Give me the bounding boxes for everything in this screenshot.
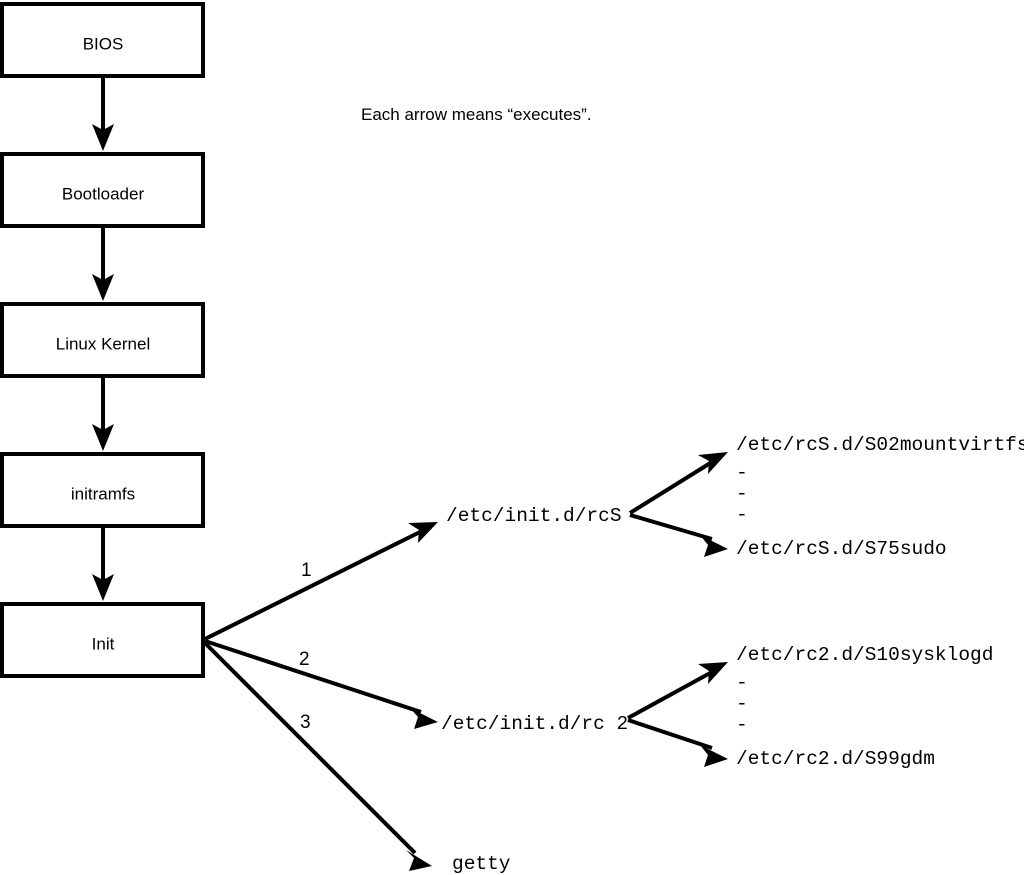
rc2-script-first: /etc/rc2.d/S10sysklogd bbox=[736, 644, 993, 666]
chain-arrow-bios-to-bootloader bbox=[92, 76, 114, 151]
node-box-bios: BIOS bbox=[0, 2, 205, 78]
rc2-arrow-first bbox=[627, 662, 728, 720]
rc2-script-last: /etc/rc2.d/S99gdm bbox=[736, 748, 935, 770]
rcs-arrow-last bbox=[629, 513, 728, 557]
node-label-kernel: Linux Kernel bbox=[56, 334, 151, 353]
node-label-bios: BIOS bbox=[83, 34, 124, 53]
node-label-init: Init bbox=[92, 634, 115, 653]
branch-number-3: 3 bbox=[300, 712, 311, 733]
node-box-bootloader: Bootloader bbox=[0, 152, 205, 228]
rcs-script-last: /etc/rcS.d/S75sudo bbox=[736, 538, 947, 560]
rc2-arrow-last bbox=[627, 718, 728, 767]
rcs-ellipsis-3: - bbox=[736, 504, 748, 526]
branch-target-rcs: /etc/init.d/rcS bbox=[446, 505, 622, 527]
node-label-initramfs: initramfs bbox=[71, 484, 135, 503]
node-label-bootloader: Bootloader bbox=[62, 184, 145, 203]
node-box-kernel: Linux Kernel bbox=[0, 302, 205, 378]
rcs-ellipsis-2: - bbox=[736, 483, 748, 505]
rcs-arrow-first bbox=[628, 452, 728, 515]
branch-target-rc2: /etc/init.d/rc 2 bbox=[441, 713, 628, 735]
branch-arrow-1 bbox=[204, 522, 438, 641]
rcs-script-first: /etc/rcS.d/S02mountvirtfs bbox=[736, 434, 1024, 456]
rc2-ellipsis-3: - bbox=[736, 714, 748, 736]
chain-arrow-initramfs-to-init bbox=[92, 526, 114, 601]
chain-arrow-bootloader-to-kernel bbox=[92, 226, 114, 301]
rc2-ellipsis-2: - bbox=[736, 693, 748, 715]
diagram-caption: Each arrow means “executes”. bbox=[361, 105, 592, 124]
node-box-init: Init bbox=[0, 602, 205, 678]
rc2-ellipsis-1: - bbox=[736, 672, 748, 694]
branch-number-2: 2 bbox=[299, 649, 310, 670]
branch-arrow-2 bbox=[204, 639, 438, 729]
chain-arrow-kernel-to-initramfs bbox=[92, 376, 114, 451]
branch-target-getty: getty bbox=[452, 853, 511, 875]
rcs-ellipsis-1: - bbox=[736, 462, 748, 484]
node-box-initramfs: initramfs bbox=[0, 452, 205, 528]
branch-arrow-3 bbox=[203, 641, 432, 871]
branch-number-1: 1 bbox=[301, 560, 312, 581]
